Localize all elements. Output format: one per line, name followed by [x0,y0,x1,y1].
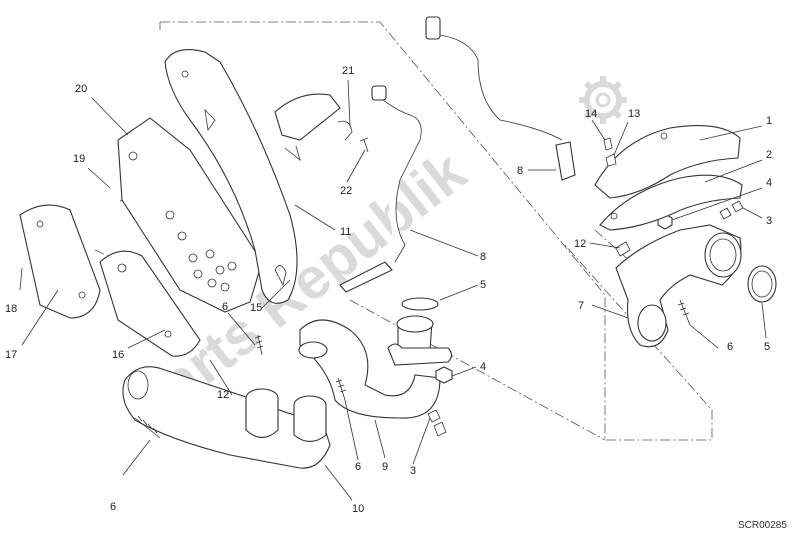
callout-12a: 12 [217,389,229,401]
callout-5a: 5 [480,279,486,291]
screw-3-right [719,200,744,220]
spring-6b [254,334,264,356]
callout-10: 10 [352,503,364,515]
lambda-sensor-right [425,16,576,181]
callout-18: 18 [5,303,17,315]
heat-shield-large [117,117,263,313]
callout-5b: 5 [764,341,770,353]
callout-8a: 8 [480,251,486,263]
callout-4b: 4 [766,177,772,189]
lambda-sensor-left [339,85,422,293]
callout-6d: 6 [727,341,733,353]
callout-17: 17 [5,349,17,361]
header-pipe-shield [164,49,298,304]
callout-3a: 3 [410,465,416,477]
heat-shield-small-17 [19,204,101,319]
link-pipe-7 [615,224,742,348]
spring-6c [335,377,347,401]
callout-22: 22 [340,185,352,197]
callout-3b: 3 [766,215,772,227]
screws-13-14 [603,137,617,167]
callout-6c: 6 [355,461,361,473]
callout-11: 11 [340,226,351,238]
spring-6d [677,299,691,326]
gasket-right [747,265,777,303]
heat-shield-small-16 [99,250,201,357]
callout-21: 21 [342,65,354,77]
screw-3-left [427,409,447,437]
callout-7: 7 [578,300,584,312]
callout-8b: 8 [517,165,523,177]
callout-19: 19 [73,153,85,165]
callout-4a: 4 [480,361,486,373]
callout-16: 16 [112,349,124,361]
callout-14: 14 [585,108,597,120]
bracket-21 [274,93,353,162]
callout-labels: 20 19 18 17 16 6 6 15 12 11 10 6 9 3 4 5… [5,65,772,515]
gear-icon [579,76,627,124]
callout-2: 2 [766,149,772,161]
nut-4-left [435,366,453,384]
heat-shield-right-1 [594,125,741,199]
screw-22 [359,137,369,153]
leader-lines [19,79,767,501]
callout-1: 1 [766,115,772,127]
gasket-left [401,297,439,311]
callout-13: 13 [628,108,640,120]
exhaust-collector [122,366,331,469]
callout-6a: 6 [110,501,116,513]
exhaust-bend-pipe [298,315,453,419]
spring-6a [134,415,161,439]
callout-9: 9 [382,461,388,473]
callout-6b: 6 [222,301,228,313]
heat-shield-right-2 [599,174,743,231]
diagram-reference-code: SCR00285 [738,520,787,531]
callout-20: 20 [75,83,87,95]
callout-15: 15 [250,302,262,314]
callout-12b: 12 [574,238,586,250]
